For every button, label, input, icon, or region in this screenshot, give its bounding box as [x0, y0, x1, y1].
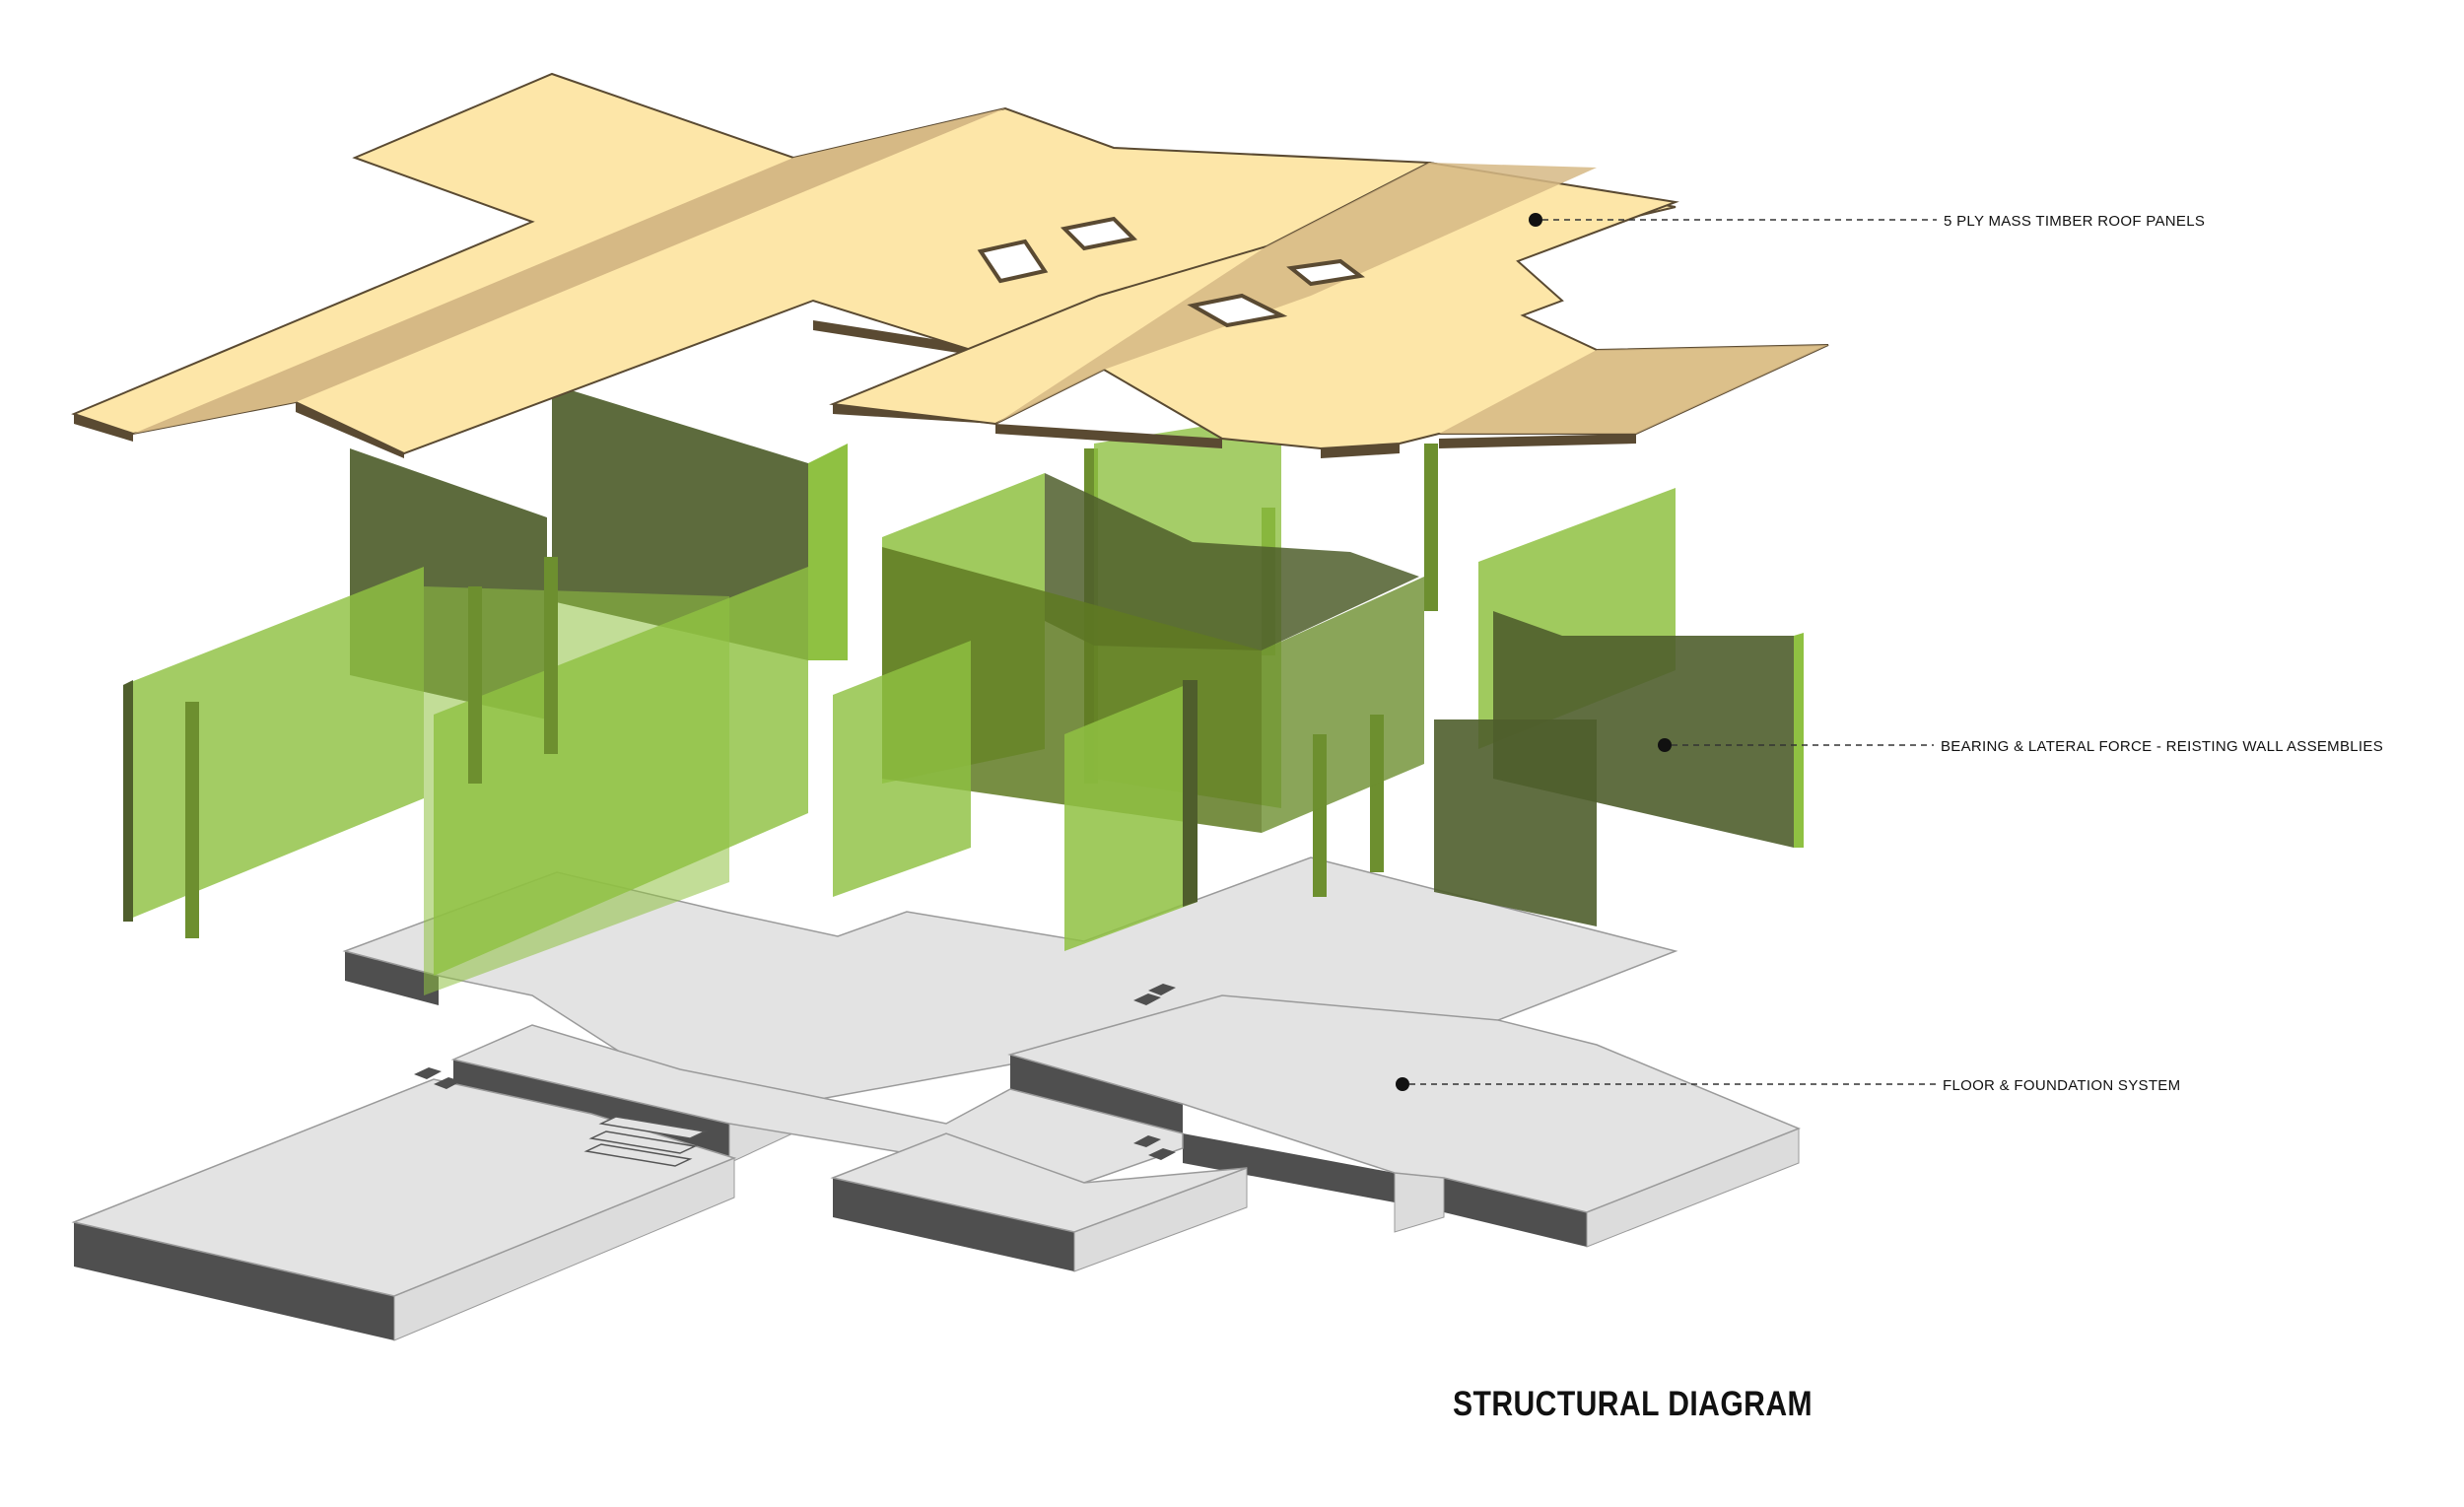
roof-opening — [1187, 293, 1288, 328]
callout-label-floor: FLOOR & FOUNDATION SYSTEM — [1943, 1077, 2181, 1094]
wall-post — [468, 586, 482, 784]
roof-opening — [1286, 258, 1365, 287]
wall-panel — [552, 384, 808, 660]
wall-panel — [1045, 473, 1419, 651]
stair-step — [1148, 1148, 1176, 1160]
stair-step — [598, 1116, 708, 1139]
floor-slab-side — [1010, 1055, 1183, 1133]
roof-band — [995, 163, 1597, 424]
wall-edge — [123, 680, 133, 922]
stair-step — [588, 1130, 698, 1154]
wall-post — [1424, 444, 1438, 611]
roof-edge — [995, 424, 1222, 448]
floor-slab-right — [1007, 994, 1801, 1213]
wall-panel — [1262, 577, 1424, 833]
roof-edge — [813, 320, 971, 355]
wall-edge — [808, 444, 848, 660]
callout-dot-roof — [1529, 213, 1542, 227]
roof-panels — [71, 72, 1829, 458]
wall-assemblies — [123, 384, 1804, 995]
wall-panel — [1064, 680, 1198, 951]
floor-slab-side — [1444, 1178, 1587, 1247]
callout-leaders — [1396, 213, 1937, 1091]
wall-panel — [833, 641, 971, 897]
wall-panel — [424, 586, 729, 995]
stair-step — [1148, 984, 1176, 995]
stair-step — [414, 1067, 442, 1079]
floor-slab-side — [1394, 1172, 1445, 1233]
roof-band — [1439, 345, 1828, 434]
floor-slab-left-front — [71, 1078, 737, 1297]
wall-post — [185, 702, 199, 938]
roof-opening — [977, 239, 1049, 284]
wall-panel — [1434, 719, 1597, 926]
roof-band — [133, 108, 1005, 434]
floor-slab-side — [833, 1178, 1074, 1271]
stair-step — [583, 1143, 693, 1167]
roof-opening — [1060, 216, 1138, 251]
wall-edge — [1794, 633, 1804, 848]
floor-slab-lower-middle — [830, 1132, 1248, 1233]
wall-edge — [1183, 680, 1198, 907]
floor-slab-side — [345, 951, 439, 1005]
floor-slab-side — [1183, 1133, 1395, 1202]
wall-panel — [123, 567, 424, 922]
roof-edge — [1439, 434, 1636, 448]
roof-edge — [74, 414, 133, 442]
wall-post — [544, 557, 558, 754]
callout-label-walls: BEARING & LATERAL FORCE - REISTING WALL … — [1941, 738, 2383, 755]
callout-dot-walls — [1658, 738, 1672, 752]
stair-step — [1133, 993, 1161, 1005]
callout-label-roof: 5 PLY MASS TIMBER ROOF PANELS — [1944, 213, 2206, 230]
diagram-title: STRUCTURAL DIAGRAM — [1453, 1385, 1814, 1423]
stair-step — [434, 1077, 461, 1089]
floor-slab-side — [74, 1222, 394, 1340]
roof-edge — [296, 402, 404, 458]
stair-step — [1133, 1135, 1161, 1147]
callout-dot-floor — [1396, 1077, 1409, 1091]
floor-foundation-system — [71, 856, 1801, 1341]
